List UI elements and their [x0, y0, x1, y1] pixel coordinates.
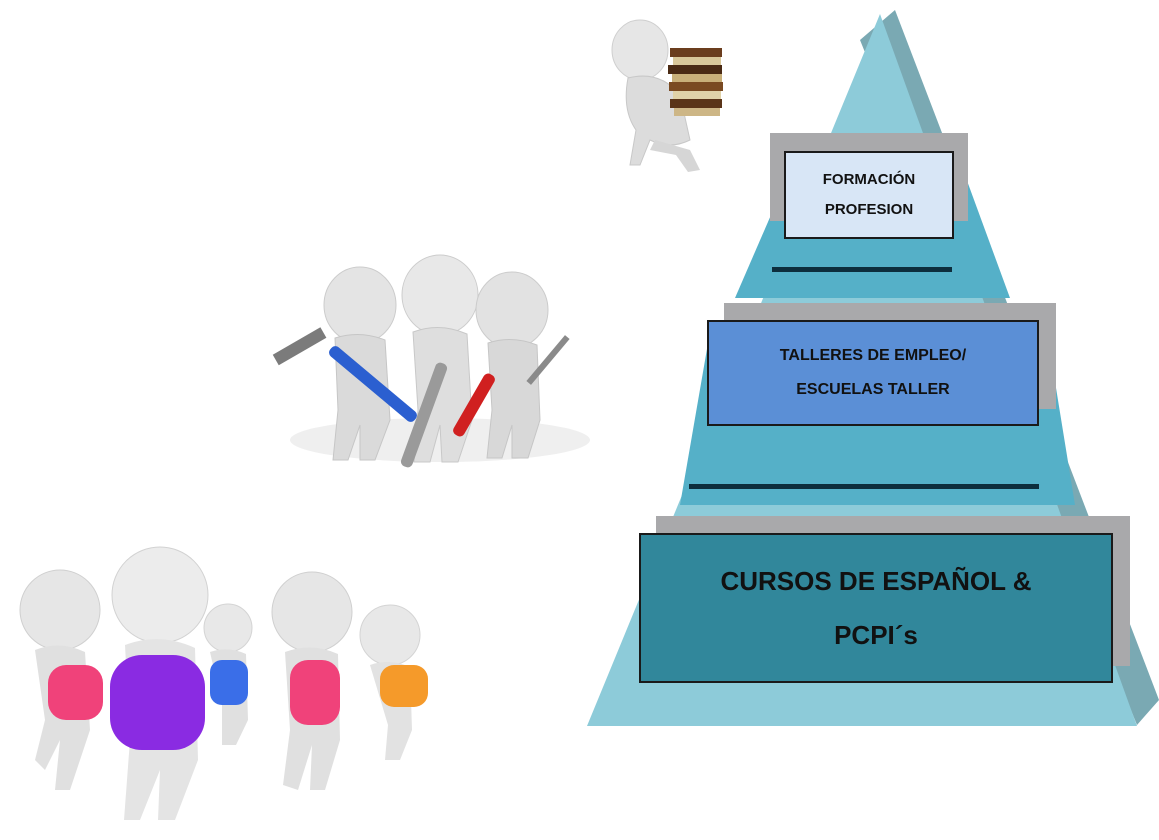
divider-line-lower [689, 484, 1039, 489]
tier-top-line1: FORMACIÓN [822, 171, 916, 188]
tier-middle-line2: ESCUELAS TALLER [796, 381, 950, 398]
tier-cursos-espanol: CURSOS DE ESPAÑOL & PCPI´s [639, 533, 1113, 683]
figures-with-tools-icon [272, 254, 590, 468]
divider-line-upper [772, 267, 952, 272]
tier-top-line2: PROFESION [824, 201, 914, 218]
tier-formacion-profesion: FORMACIÓN PROFESION [784, 151, 954, 239]
tier-bottom-line2: PCPI´s [834, 620, 918, 650]
students-with-backpacks-icon [19, 546, 428, 820]
tier-talleres-empleo: TALLERES DE EMPLEO/ ESCUELAS TALLER [707, 320, 1039, 426]
tier-bottom-line1: CURSOS DE ESPAÑOL & [720, 566, 1032, 596]
figure-carrying-books-icon [611, 19, 723, 172]
tier-middle-line1: TALLERES DE EMPLEO/ [779, 347, 967, 364]
